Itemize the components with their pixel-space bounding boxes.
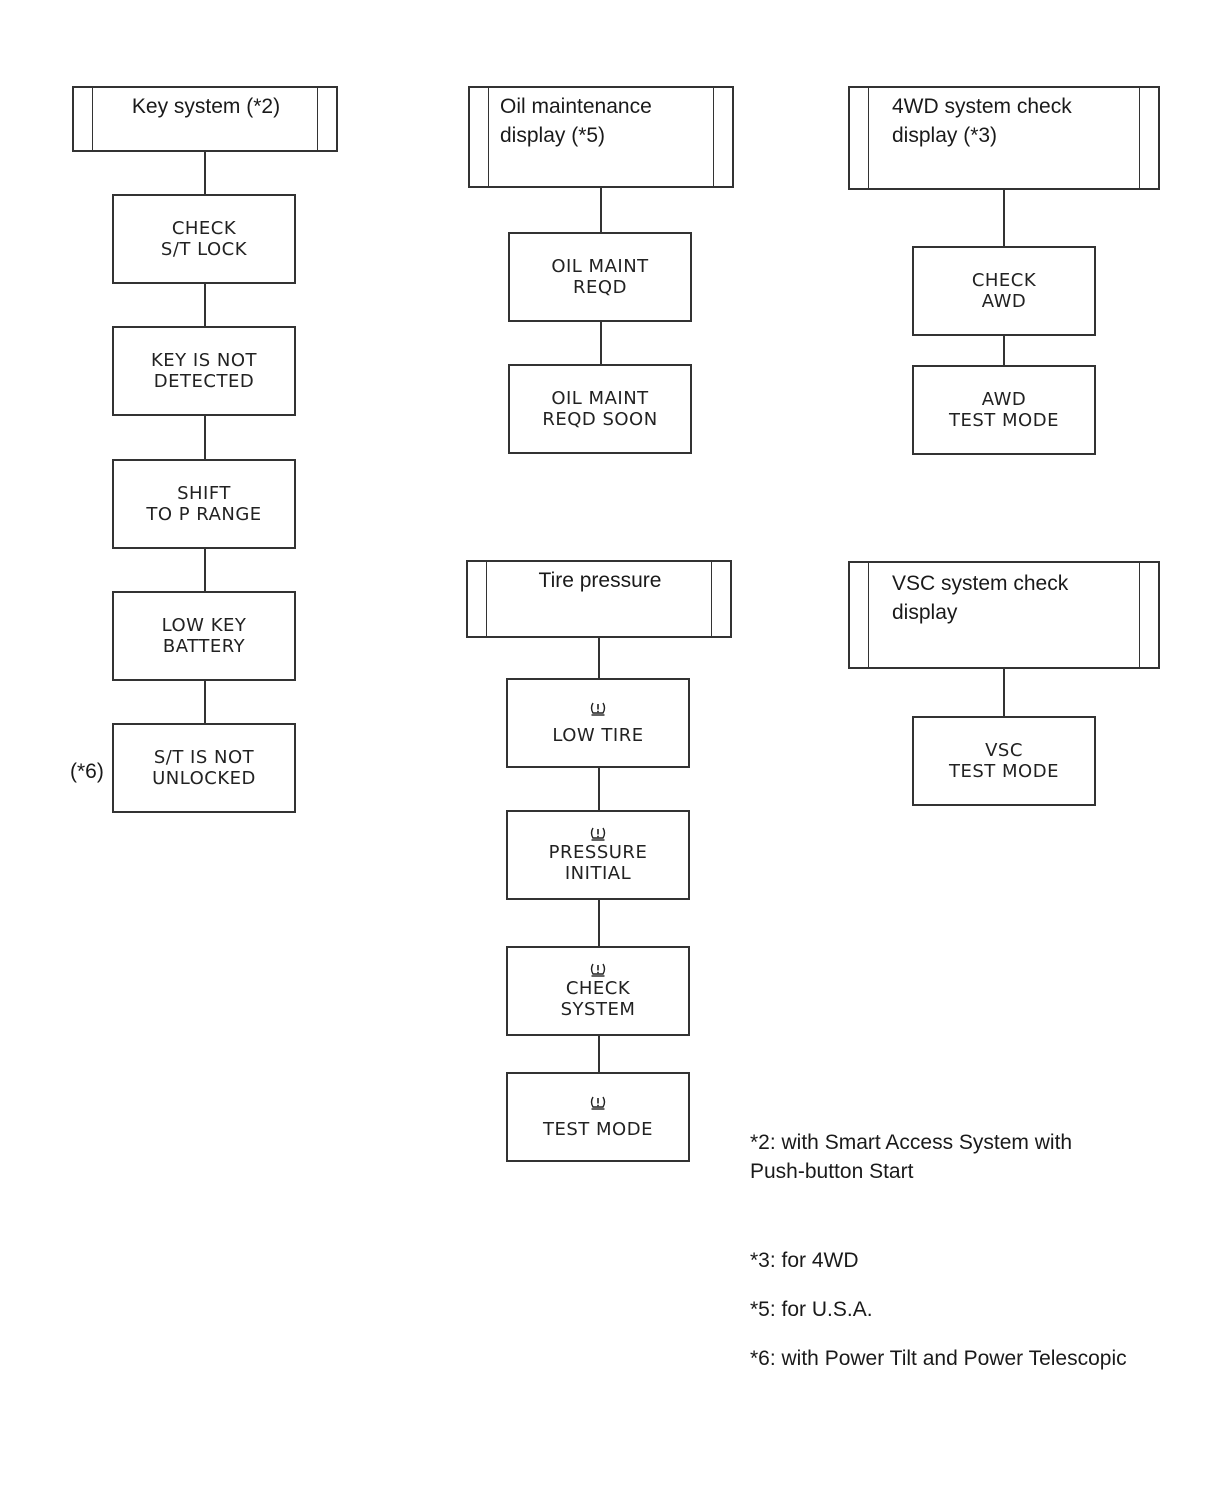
message-text: AWD TEST MODE [949,389,1059,431]
four-wd-item-check-awd: CHECK AWD [912,246,1096,336]
message-text: TEST MODE [543,1118,653,1140]
key-item-st-not-unlocked: S/T IS NOT UNLOCKED [112,723,296,813]
message-text: SHIFT TO P RANGE [146,483,262,525]
footnote-5: *5: for U.S.A. [750,1298,873,1321]
tpms-warning-icon [590,826,606,841]
footnote-2: *2: with Smart Access System with Push-b… [750,1131,1073,1183]
four-wd-header-label: 4WD system check display (*3) [892,95,1072,147]
footnote-3: *3: for 4WD [750,1249,859,1272]
tpms-warning-icon [590,701,606,716]
message-text: LOW KEY BATTERY [161,615,247,657]
connector-line [204,284,206,328]
connector-line [598,900,600,948]
footnote-marker-6: (*6) [70,760,104,783]
message-text: VSC TEST MODE [949,740,1059,782]
oil-maintenance-header: Oil maintenance display (*5) [468,86,734,188]
key-system-header: Key system (*2) [72,86,338,152]
connector-line [598,768,600,812]
vsc-header-label: VSC system check display [892,572,1069,624]
oil-item-maint-reqd-soon: OIL MAINT REQD SOON [508,364,692,454]
connector-line [204,681,206,725]
message-text: CHECK AWD [971,270,1037,312]
connector-line [204,152,206,196]
four-wd-item-awd-test-mode: AWD TEST MODE [912,365,1096,455]
four-wd-header: 4WD system check display (*3) [848,86,1160,190]
key-item-low-key-battery: LOW KEY BATTERY [112,591,296,681]
key-item-check-st-lock: CHECK S/T LOCK [112,194,296,284]
tire-pressure-header-label: Tire pressure [538,569,662,592]
connector-line [598,638,600,680]
footnote-6: *6: with Power Tilt and Power Telescopic [750,1347,1127,1370]
connector-line [600,322,602,366]
message-text: PRESSURE INITIAL [548,842,648,884]
connector-line [1003,669,1005,717]
tire-item-test-mode: TEST MODE [506,1072,690,1162]
message-text: OIL MAINT REQD SOON [542,388,658,430]
message-text: CHECK SYSTEM [560,978,636,1020]
connector-line [1003,336,1005,366]
vsc-item-test-mode: VSC TEST MODE [912,716,1096,806]
message-text: KEY IS NOT DETECTED [151,350,257,392]
tire-pressure-header: Tire pressure [466,560,732,638]
connector-line [600,188,602,234]
key-item-key-not-detected: KEY IS NOT DETECTED [112,326,296,416]
message-text: CHECK S/T LOCK [160,218,248,260]
tpms-warning-icon [590,962,606,977]
oil-item-maint-reqd: OIL MAINT REQD [508,232,692,322]
tire-item-low-tire: LOW TIRE [506,678,690,768]
connector-line [204,549,206,593]
connector-line [204,416,206,460]
message-text: OIL MAINT REQD [551,256,649,298]
connector-line [1003,190,1005,248]
oil-maintenance-header-label: Oil maintenance display (*5) [500,95,652,147]
tpms-warning-icon [590,1095,606,1110]
message-text: S/T IS NOT UNLOCKED [152,747,256,789]
vsc-header: VSC system check display [848,561,1160,669]
tire-item-pressure-initial: PRESSURE INITIAL [506,810,690,900]
message-text: LOW TIRE [552,724,644,746]
tire-item-check-system: CHECK SYSTEM [506,946,690,1036]
key-system-header-label: Key system (*2) [131,95,281,118]
connector-line [598,1036,600,1074]
key-item-shift-to-p: SHIFT TO P RANGE [112,459,296,549]
